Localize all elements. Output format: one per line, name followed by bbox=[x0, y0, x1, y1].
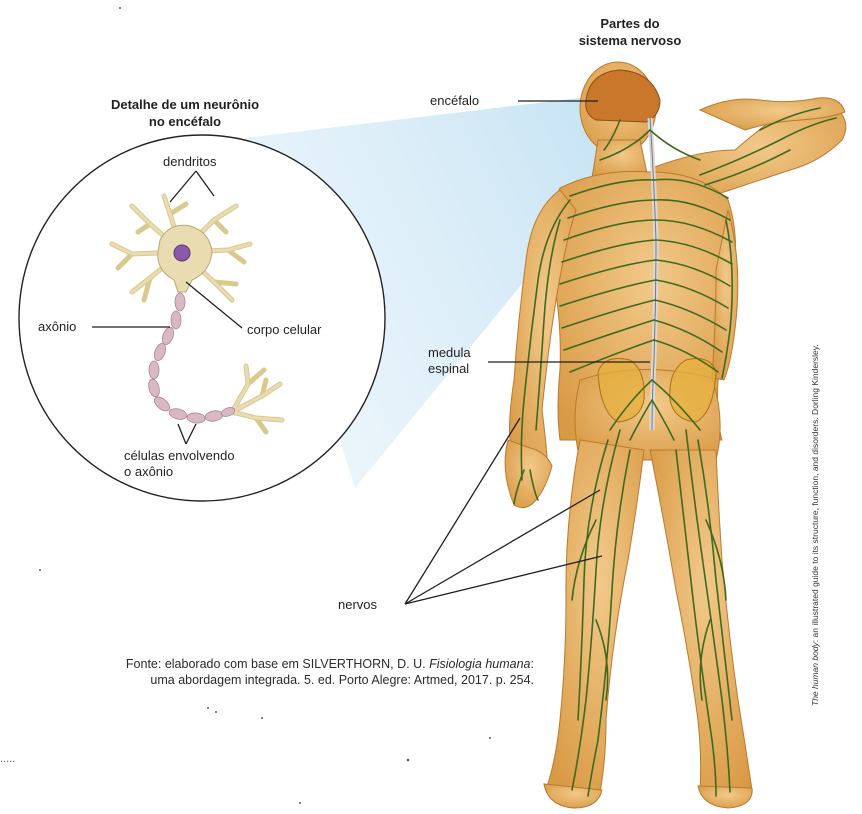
source-book-title: Fisiologia humana bbox=[429, 657, 530, 671]
source-line2: uma abordagem integrada. 5. ed. Porto Al… bbox=[6, 672, 534, 688]
figure-title: Partes do sistema nervoso bbox=[560, 15, 700, 49]
label-celulas-line1: células envolvendo bbox=[124, 448, 235, 464]
label-medula-line1: medula bbox=[428, 345, 471, 361]
credit-rest: : an illustrated guide to its structure,… bbox=[810, 344, 820, 642]
label-axonio: axônio bbox=[38, 319, 76, 335]
label-celulas-line2: o axônio bbox=[124, 464, 235, 480]
source-citation: Fonte: elaborado com base em SILVERTHORN… bbox=[6, 656, 534, 688]
neuron-detail-circle bbox=[19, 135, 385, 501]
label-celulas-envolvendo: células envolvendo o axônio bbox=[124, 448, 235, 480]
label-medula-line2: espinal bbox=[428, 361, 471, 377]
nucleus bbox=[174, 245, 190, 261]
label-nervos: nervos bbox=[338, 597, 377, 613]
image-credit: The human body: an illustrated guide to … bbox=[810, 344, 820, 706]
detail-title-line1: Detalhe de um neurônio bbox=[85, 96, 285, 113]
label-dendritos: dendritos bbox=[163, 154, 216, 170]
source-line1: Fonte: elaborado com base em SILVERTHORN… bbox=[6, 656, 534, 672]
detail-title-line2: no encéfalo bbox=[85, 113, 285, 130]
figure-title-line2: sistema nervoso bbox=[560, 32, 700, 49]
detail-title: Detalhe de um neurônio no encéfalo bbox=[85, 96, 285, 130]
label-corpo-celular: corpo celular bbox=[247, 322, 321, 338]
source-prefix: Fonte: elaborado com base em SILVERTHORN… bbox=[126, 657, 429, 671]
credit-italic: The human body bbox=[810, 642, 820, 706]
brain-shape bbox=[586, 70, 660, 122]
source-suffix: : bbox=[531, 657, 534, 671]
svg-text:.....: ..... bbox=[0, 753, 15, 765]
label-encefalo: encéfalo bbox=[430, 93, 479, 109]
label-medula-espinal: medula espinal bbox=[428, 345, 471, 377]
figure-title-line1: Partes do bbox=[560, 15, 700, 32]
